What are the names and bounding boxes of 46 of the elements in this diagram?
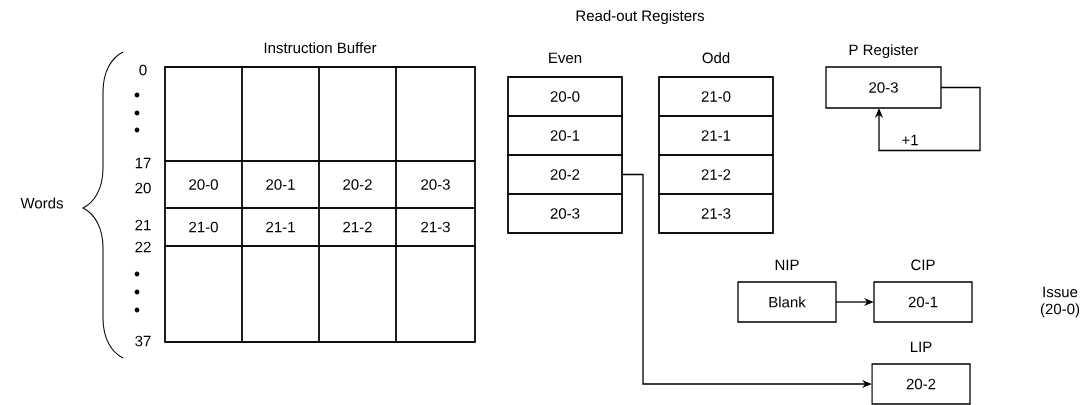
register-cell: 21-3 (658, 193, 774, 234)
grid-cell (164, 66, 243, 162)
label: Read-out Registers (576, 10, 705, 24)
label: 37 (135, 335, 151, 347)
label: Issue (20-0) (1040, 286, 1080, 318)
heading: NIP (775, 259, 799, 270)
heading: Even (549, 52, 582, 64)
grid-cell: 21-0 (164, 207, 243, 247)
label: 0 (139, 64, 147, 76)
label: 21 (135, 219, 151, 231)
heading: CIP (911, 259, 935, 271)
register-cell: 21-0 (658, 76, 774, 117)
label: Words (20, 197, 63, 209)
register-cell: 20-1 (507, 115, 623, 156)
register-cell: 20-2 (507, 154, 623, 195)
heading: LIP (910, 341, 932, 352)
register-cell: 21-1 (658, 115, 774, 156)
register-cell: 21-2 (658, 154, 774, 195)
label: 20 (135, 182, 151, 194)
grid-cell (164, 245, 243, 343)
register-box: 20-2 (871, 363, 971, 405)
grid-cell (241, 66, 320, 162)
grid-cell: 21-3 (395, 207, 476, 247)
register-cell: 20-3 (507, 193, 623, 234)
grid-cell: 20-0 (164, 160, 243, 209)
grid-cell (318, 245, 397, 343)
register-box: 20-1 (873, 281, 973, 323)
grid-cell: 20-2 (318, 160, 397, 209)
register-box: Blank (737, 281, 837, 323)
label: 22 (135, 241, 151, 253)
heading: Instruction Buffer (264, 42, 377, 54)
grid-cell: 20-3 (395, 160, 476, 209)
heading: P Register (849, 44, 919, 59)
register-box: 20-3 (825, 66, 942, 109)
grid-cell: 21-1 (241, 207, 320, 247)
register-cell: 20-0 (507, 76, 623, 117)
grid-cell (395, 66, 476, 162)
edge-label: +1 (900, 133, 920, 147)
grid-cell: 21-2 (318, 207, 397, 247)
grid-cell (395, 245, 476, 343)
grid-cell (318, 66, 397, 162)
heading: Odd (702, 52, 730, 64)
label: 17 (135, 157, 151, 169)
arrow (874, 86, 981, 152)
grid-cell (241, 245, 320, 343)
grid-cell: 20-1 (241, 160, 320, 209)
